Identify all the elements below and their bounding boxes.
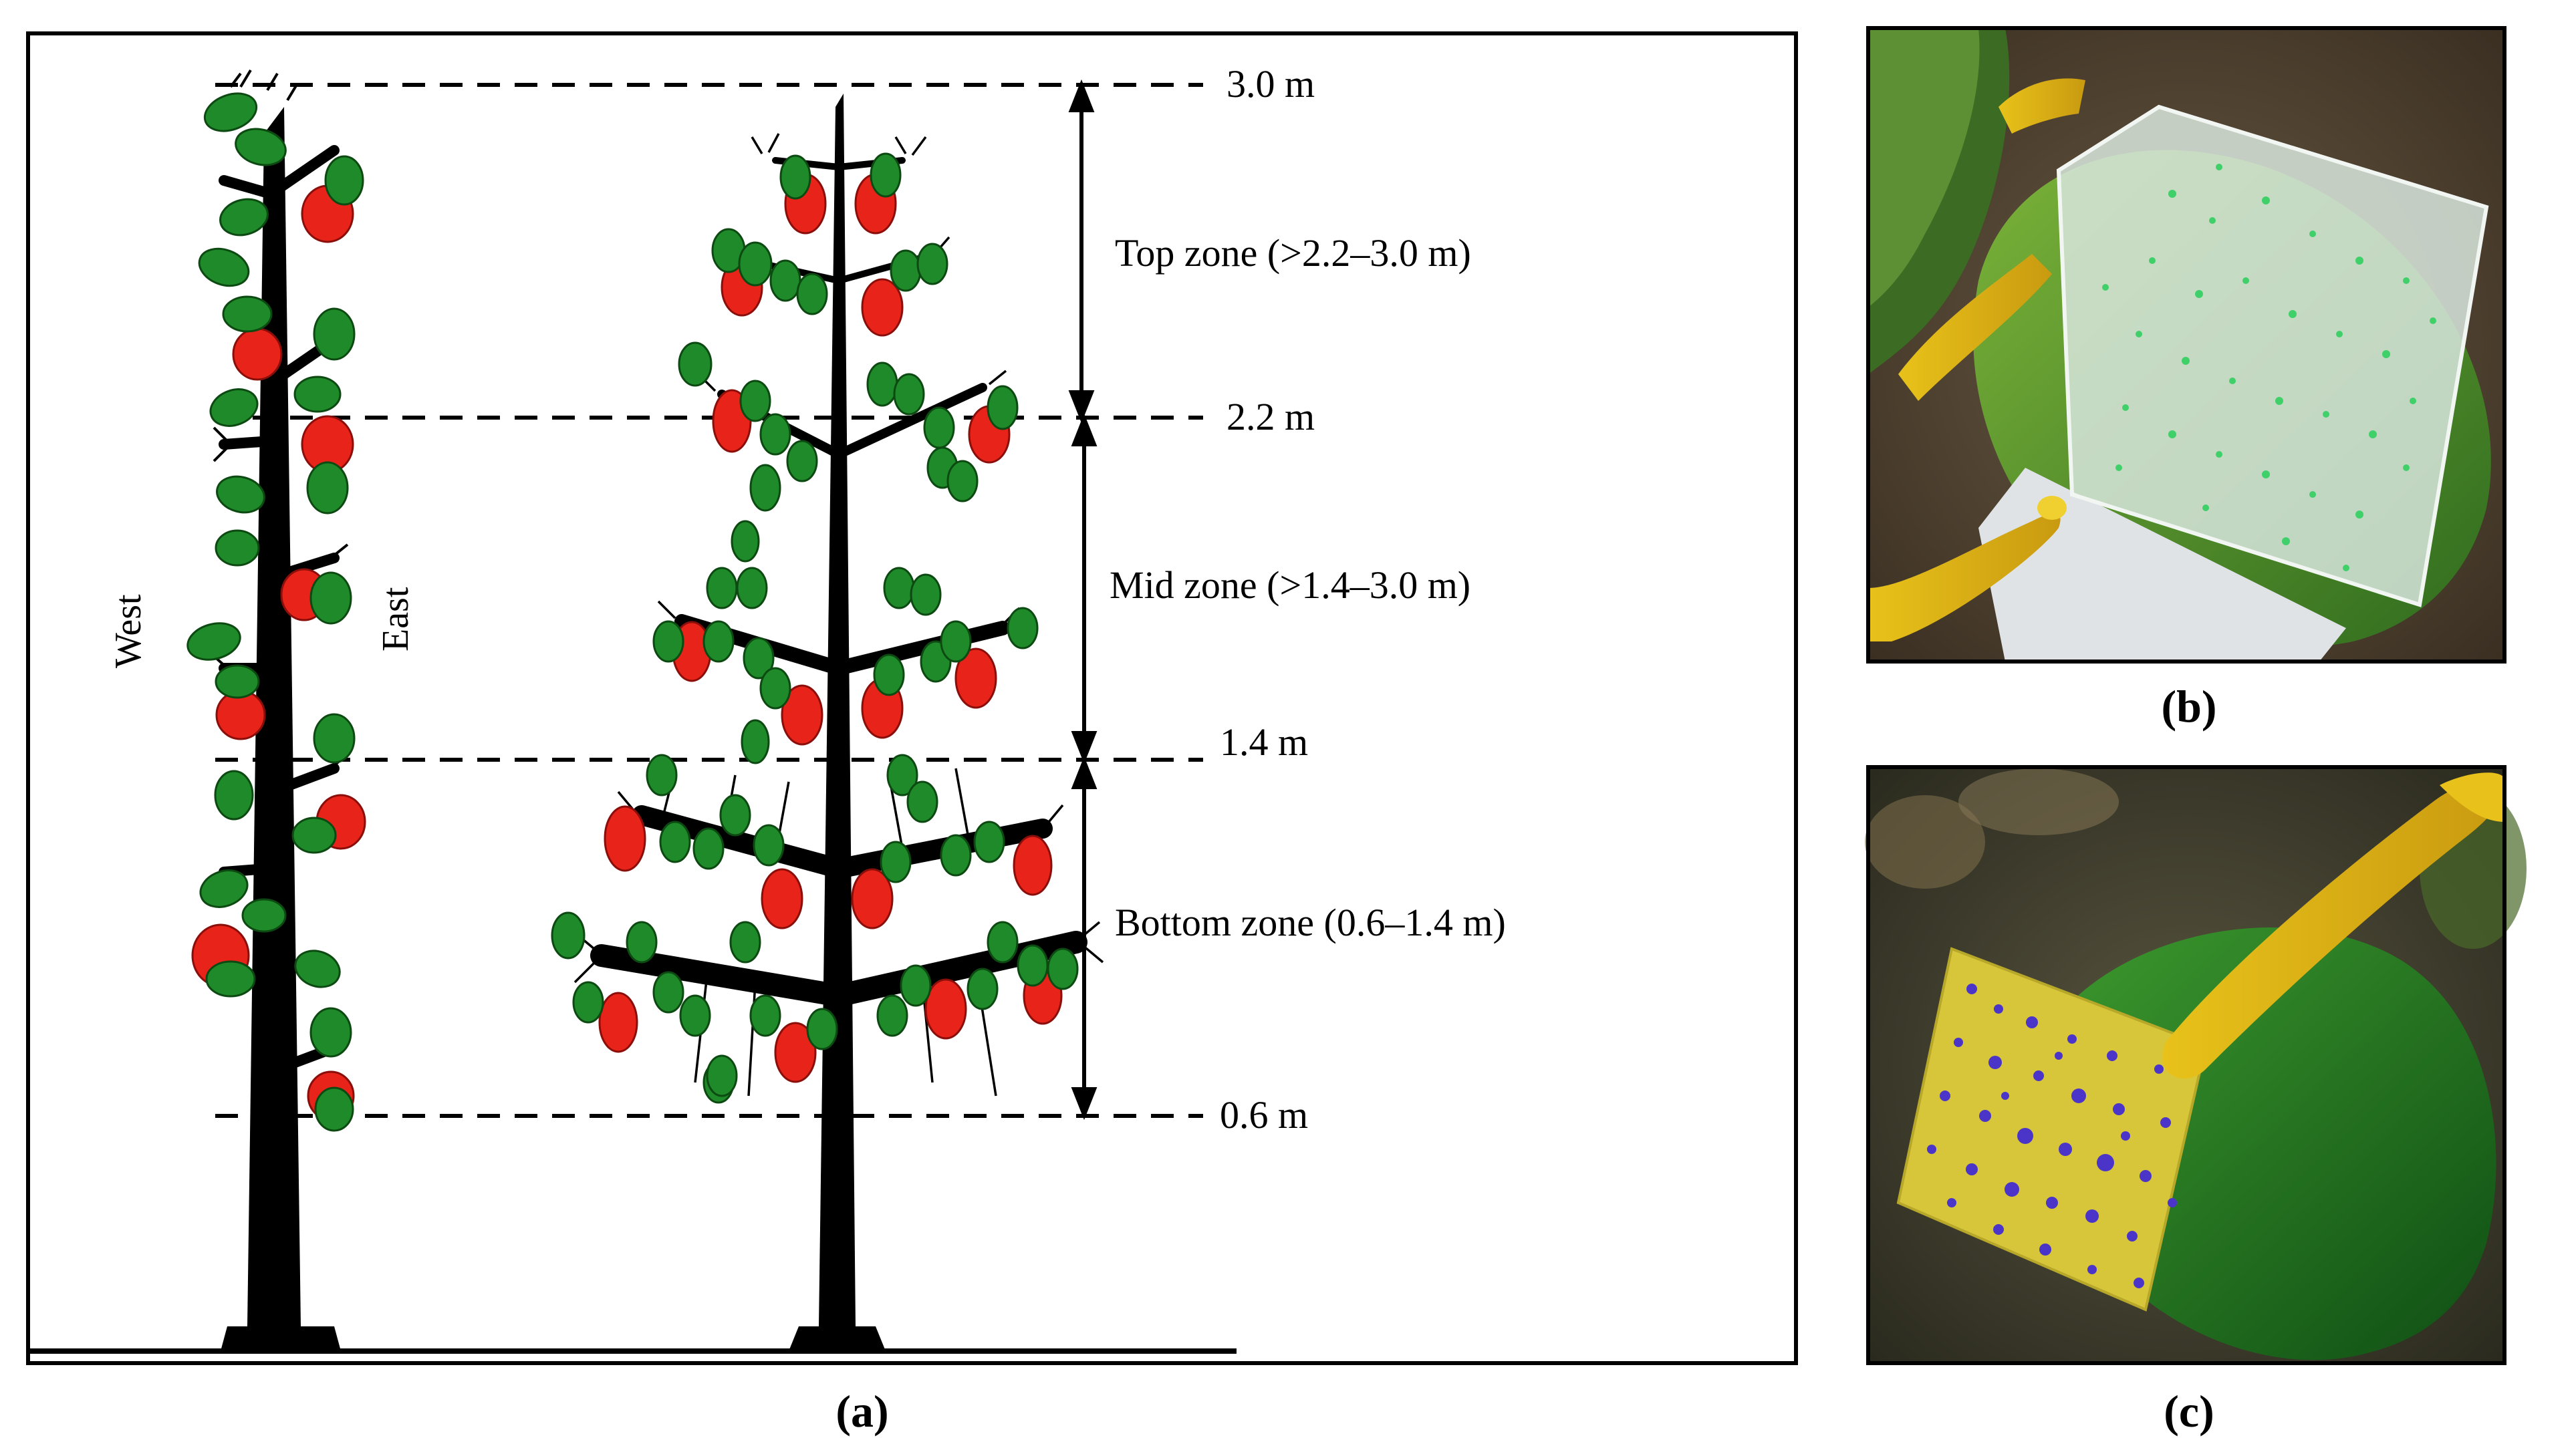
front-tree-base bbox=[789, 1326, 886, 1351]
panel-a-caption: (a) bbox=[835, 1386, 888, 1437]
water-sensitive-card bbox=[2056, 104, 2489, 607]
yellow-clip bbox=[2162, 780, 2501, 1079]
panel-b: (b) bbox=[1866, 26, 2506, 732]
panel-b-photo bbox=[1868, 28, 2504, 662]
side-tree-branches bbox=[219, 145, 343, 1074]
height-lines bbox=[215, 83, 1203, 1118]
panel-b-caption: (b) bbox=[2161, 681, 2216, 732]
side-tree-base bbox=[221, 1326, 341, 1351]
side-view-tree bbox=[186, 69, 366, 1351]
panel-c-caption: (c) bbox=[2164, 1386, 2214, 1437]
west-label: West bbox=[108, 594, 149, 668]
yellow-clip bbox=[1868, 513, 2061, 641]
panel-c: (c) bbox=[1865, 765, 2527, 1437]
zone-arrows bbox=[1068, 79, 1098, 1121]
side-tree-leaves bbox=[186, 92, 364, 1132]
top-zone-label: Top zone (>2.2–3.0 m) bbox=[1115, 231, 1471, 275]
panel-c-frame bbox=[1866, 765, 2506, 1365]
front-view-tree bbox=[551, 94, 1104, 1351]
height-label-3-0: 3.0 m bbox=[1227, 62, 1315, 106]
mid-zone-label: Mid zone (>1.4–3.0 m) bbox=[1110, 563, 1470, 607]
panel-b-frame bbox=[1866, 26, 2506, 664]
panel-c-photo bbox=[1865, 767, 2527, 1363]
yellow-tie bbox=[1898, 254, 2052, 401]
east-label: East bbox=[375, 587, 416, 651]
side-tree-trunk bbox=[247, 107, 301, 1326]
panel-a: 3.0 m 2.2 m 1.4 m 0.6 m Top zone (>2.2–3… bbox=[26, 31, 1798, 1437]
height-label-0-6: 0.6 m bbox=[1220, 1093, 1308, 1137]
height-label-1-4: 1.4 m bbox=[1220, 720, 1308, 764]
blue-droplets bbox=[1927, 984, 2177, 1288]
green-droplets bbox=[2102, 164, 2436, 571]
water-sensitive-card bbox=[1896, 947, 2208, 1312]
front-tree-leaves bbox=[551, 152, 1079, 1104]
bottom-zone-label: Bottom zone (0.6–1.4 m) bbox=[1115, 901, 1506, 944]
height-label-2-2: 2.2 m bbox=[1227, 395, 1315, 438]
